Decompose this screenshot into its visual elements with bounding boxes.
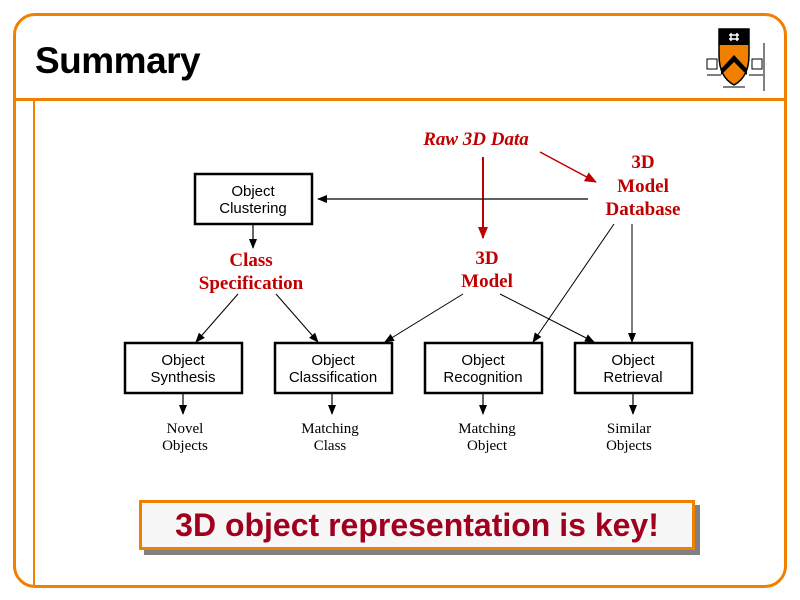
slide-title: Summary [35,40,201,81]
svg-text:Class: Class [229,250,272,271]
node-object-retrieval: Object Retrieval [573,341,694,395]
svg-text:Model: Model [461,271,513,292]
key-message-callout: 3D object representation is key! [139,500,695,550]
slide-frame [13,13,787,588]
callout-text: 3D object representation is key! [175,506,659,543]
class-specification-label: Class Specification [199,250,304,294]
node-object-synthesis: Object Synthesis [123,341,244,395]
node-object-recognition: Object Recognition [423,341,544,395]
svg-text:Matching: Matching [458,421,516,437]
svg-text:Database: Database [606,199,681,220]
model-database-label: 3D Model Database [606,152,681,220]
left-margin-rule [33,100,35,587]
3d-model-label: 3D Model [461,248,513,292]
svg-text:Retrieval: Retrieval [603,369,662,386]
arrow-class-spec-to-classification [275,293,319,343]
output-matching-object: Matching Object [458,421,516,454]
arrow-model-to-classification [384,293,464,343]
svg-text:Objects: Objects [162,438,208,454]
svg-text:Similar: Similar [607,421,651,437]
svg-text:Object: Object [161,352,205,369]
svg-text:Clustering: Clustering [219,200,287,217]
node-object-clustering: Object Clustering [193,172,314,226]
svg-text:Object: Object [611,352,655,369]
output-matching-class: Matching Class [301,421,359,454]
svg-text:Recognition: Recognition [443,369,522,386]
arrow-class-spec-to-synthesis [195,293,239,343]
svg-text:Classification: Classification [289,369,377,386]
svg-text:Object: Object [461,352,505,369]
svg-text:Objects: Objects [606,438,652,454]
arrow-raw-to-database [539,151,597,183]
svg-text:Object: Object [467,438,508,454]
svg-text:Specification: Specification [199,273,304,294]
svg-text:Object: Object [231,183,275,200]
header-divider [13,98,787,101]
arrow-model-to-retrieval [499,293,595,343]
output-similar-objects: Similar Objects [606,421,652,454]
output-novel-objects: Novel Objects [162,421,208,454]
svg-text:Synthesis: Synthesis [150,369,215,386]
arrow-database-to-recognition [532,223,615,343]
svg-text:Model: Model [617,176,669,197]
svg-text:Object: Object [311,352,355,369]
svg-text:Novel: Novel [167,421,204,437]
raw-3d-data-label: Raw 3D Data [422,129,529,150]
svg-text:3D: 3D [631,152,654,173]
node-object-classification: Object Classification [273,341,394,395]
svg-text:Class: Class [314,438,347,454]
svg-text:Matching: Matching [301,421,359,437]
princeton-shield-icon [706,28,765,91]
svg-text:3D: 3D [475,248,498,269]
